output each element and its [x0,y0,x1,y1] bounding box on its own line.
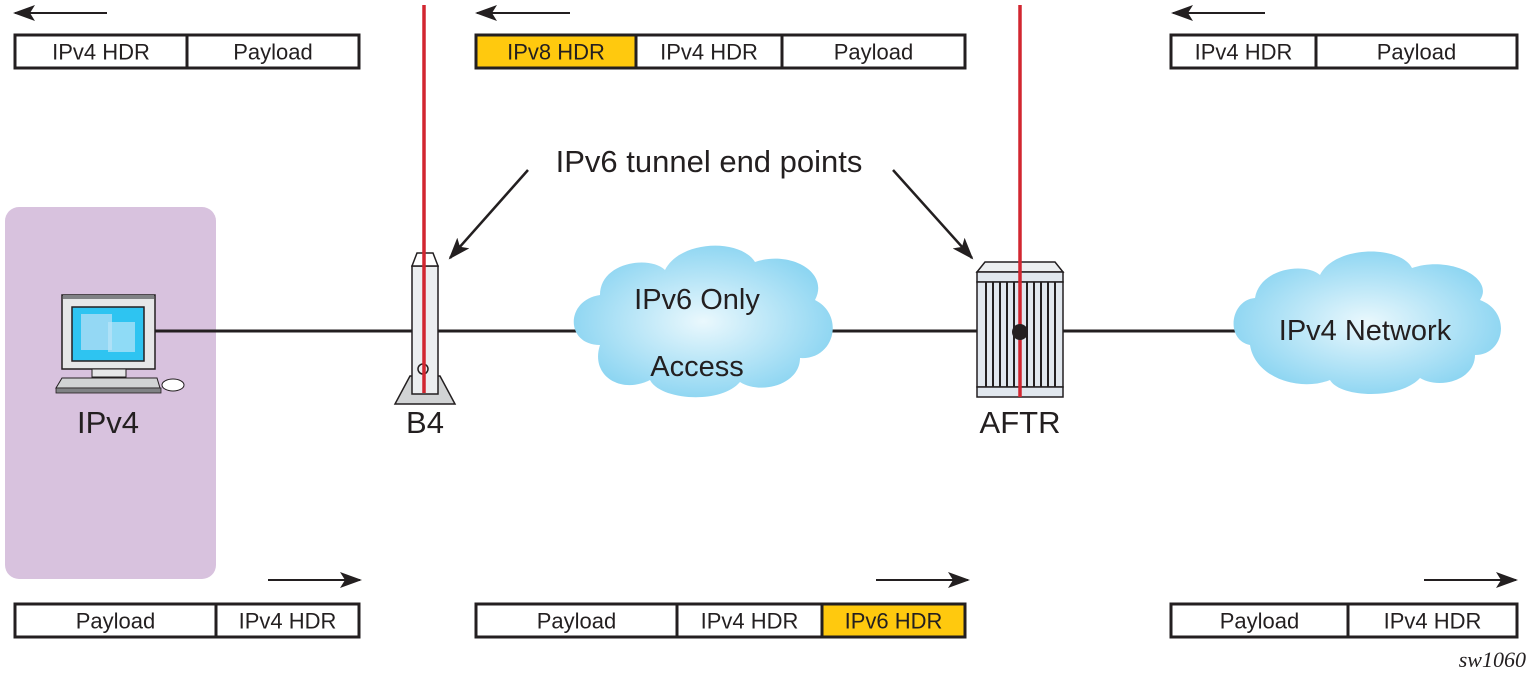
packet-field-label: IPv6 HDR [845,609,943,634]
access-cloud-label-line2: Access [650,351,743,383]
arrow-to-b4 [448,169,529,260]
packet-bottom-right: Payload IPv4 HDR [1169,602,1519,639]
packet-field-label: Payload [537,609,617,634]
packet-field-label: Payload [233,40,313,65]
aftr-label: AFTR [980,405,1061,440]
packet-field-box [780,33,967,70]
client-label: IPv4 [77,405,139,440]
packet-field-box [1169,33,1318,70]
packet-field-label: Payload [1377,40,1457,65]
aftr-tunnel-endpoint-dot [1012,324,1028,340]
packet-field-box [1169,602,1350,639]
packet-field-box [214,602,361,639]
packet-field-box [474,33,638,70]
packet-field-label: IPv4 HDR [660,40,758,65]
packet-top-right: IPv4 HDR Payload [1169,33,1519,70]
packet-field-label: IPv8 HDR [507,40,605,65]
packet-field-label: Payload [1220,609,1300,634]
packet-bottom-left: Payload IPv4 HDR [13,602,361,639]
packet-field-label: IPv4 HDR [1195,40,1293,65]
packet-field-label: IPv4 HDR [1384,609,1482,634]
arrow-to-aftr [892,169,974,260]
packet-field-label: IPv4 HDR [701,609,799,634]
packet-field-box [474,602,679,639]
packet-field-box [1346,602,1519,639]
packet-field-label: IPv4 HDR [239,609,337,634]
packet-field-box [820,602,967,639]
ipv6-access-cloud [573,245,833,398]
packet-bottom-middle: Payload IPv4 HDR IPv6 HDR [474,602,967,639]
packet-field-label: IPv4 HDR [52,40,150,65]
access-cloud-label-line1: IPv6 Only [634,284,760,316]
packet-top-middle: IPv8 HDR IPv4 HDR Payload [474,33,967,70]
packet-field-box [1314,33,1519,70]
ipv4-network-cloud [1233,251,1501,394]
tunnel-endpoints-label: IPv6 tunnel end points [556,144,863,179]
packet-field-box [13,33,189,70]
b4-label: B4 [406,405,444,440]
ipv4-cloud-label: IPv4 Network [1279,315,1452,347]
packet-field-box [185,33,361,70]
computer-icon [55,294,185,394]
packet-top-left: IPv4 HDR Payload [13,33,361,70]
figure-id: sw1060 [1459,647,1526,672]
packet-field-label: Payload [76,609,156,634]
packet-field-label: Payload [834,40,914,65]
